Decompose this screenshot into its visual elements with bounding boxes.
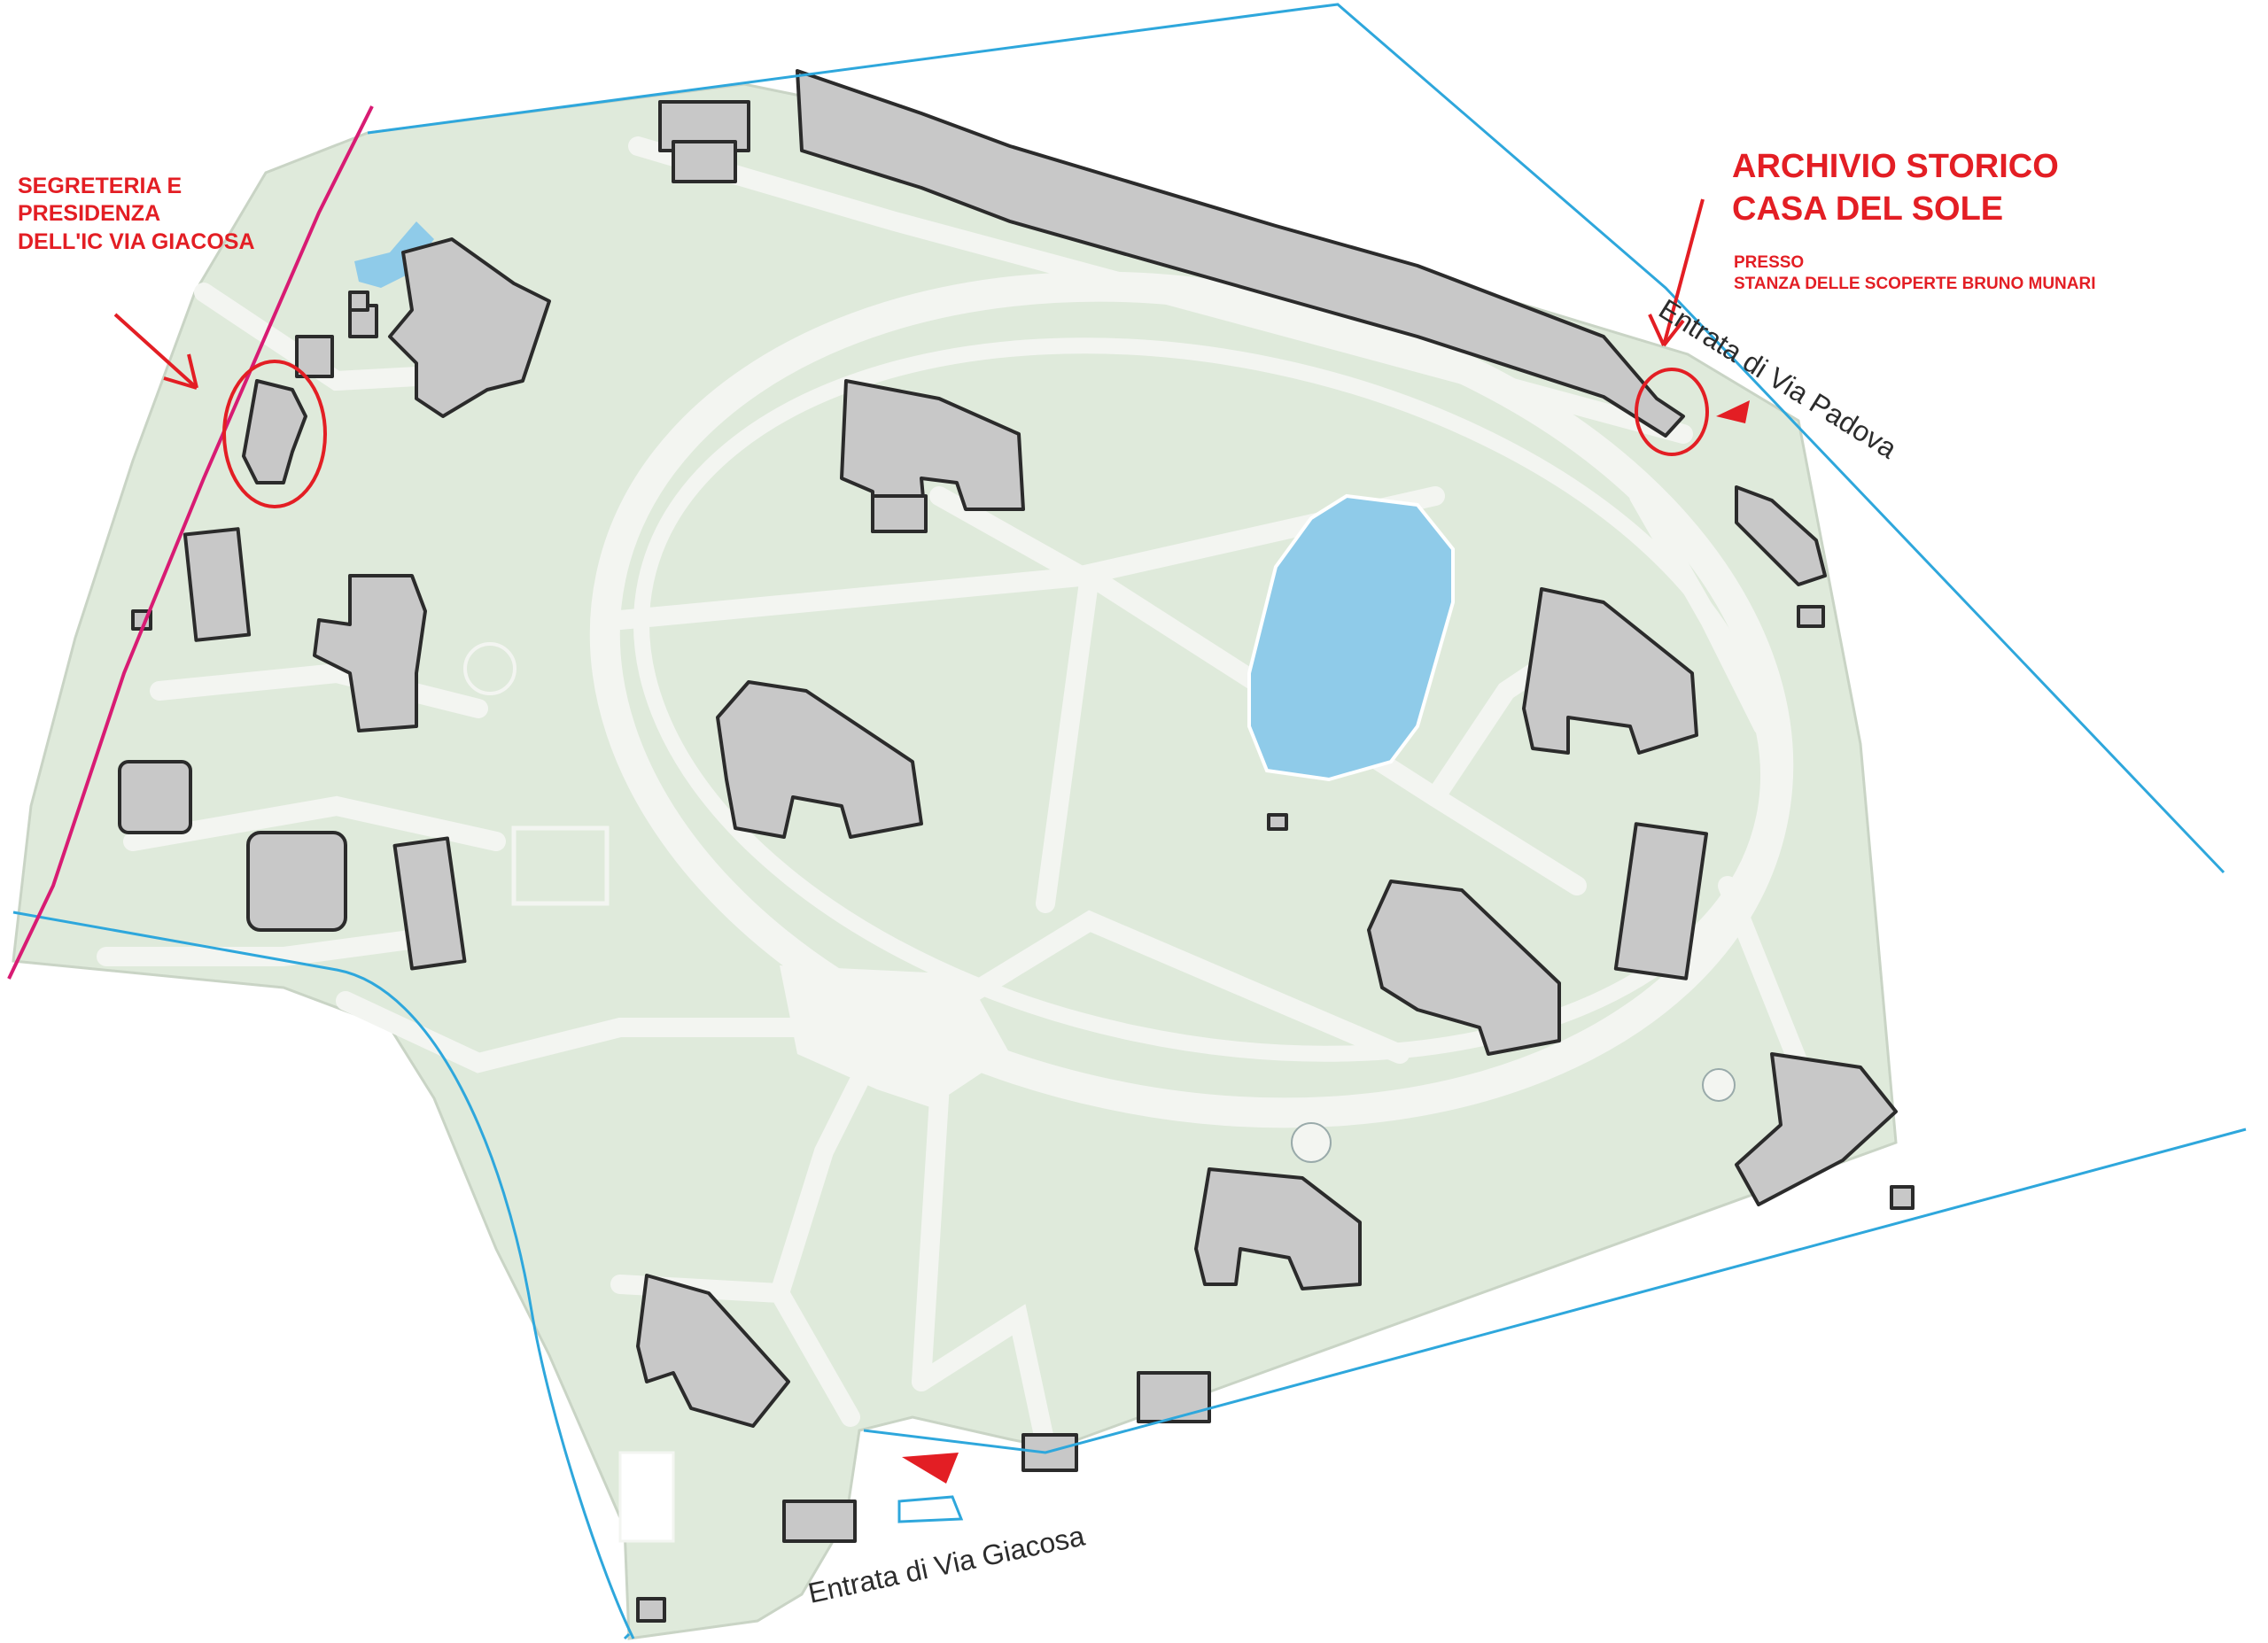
building-sw-tiny (636, 1597, 666, 1623)
building-tiny-east (1797, 605, 1825, 628)
giacosa-pond (897, 1495, 964, 1523)
school-west-central (313, 574, 427, 732)
segreteria-building (242, 379, 307, 484)
red-circle-icon (1635, 368, 1709, 456)
building-giacosa-gate (782, 1500, 857, 1543)
school-top-center (840, 379, 1025, 533)
red-triangle-icon (902, 1453, 959, 1484)
school-top-center-annex (871, 494, 928, 533)
building-far-east (1735, 485, 1827, 586)
building-nw-top-b (672, 140, 737, 183)
round-lawn (463, 642, 517, 695)
building-far-southeast (1735, 1052, 1898, 1206)
segreteria-line-2: PRESIDENZA (18, 201, 161, 227)
archivio-line-1: ARCHIVIO STORICO (1732, 148, 2059, 185)
archivio-line-2: CASA DEL SOLE (1732, 190, 2004, 228)
garden-plot-sw (618, 1451, 675, 1543)
archivio-annotation-sub: PRESSO STANZA DELLE SCOPERTE BRUNO MUNAR… (1734, 252, 2096, 295)
school-central-left (716, 680, 923, 839)
segreteria-annotation: SEGRETERIA E PRESIDENZA DELL'IC VIA GIAC… (18, 173, 255, 256)
red-circle-icon (222, 360, 327, 508)
fountain (1291, 1122, 1332, 1163)
school-southwest (636, 1274, 790, 1428)
building-west-small-1 (295, 335, 334, 378)
building-tiny-southeast (1890, 1185, 1915, 1210)
archivio-annotation-title: ARCHIVIO STORICO CASA DEL SOLE (1732, 146, 2059, 230)
building-south-1 (1137, 1371, 1211, 1423)
segreteria-line-1: SEGRETERIA E (18, 174, 183, 198)
building-west-small-3 (348, 291, 369, 312)
building-west-long-2 (392, 836, 467, 971)
fountain-east (1702, 1068, 1736, 1102)
buildings (118, 69, 1915, 1623)
building-tiny-central (1267, 813, 1288, 831)
small-pond (354, 221, 434, 288)
property-boundaries (12, 3, 2247, 1640)
red-arrow-icon (1648, 198, 1705, 347)
inner-oval-path (633, 337, 1776, 1062)
central-plaza (780, 965, 1010, 1107)
building-east-rect (1613, 822, 1709, 980)
building-west-square-2 (246, 831, 347, 932)
archivio-sub-line-2: STANZA DELLE SCOPERTE BRUNO MUNARI (1734, 274, 2096, 293)
oval-path (589, 271, 1794, 1128)
school-southeast (1367, 880, 1561, 1056)
building-west-long (183, 527, 252, 642)
red-arrow-icon (113, 313, 198, 390)
archivio-sub-line-1: PRESSO (1734, 253, 1805, 272)
red-triangle-icon (1716, 400, 1750, 423)
pond (1247, 493, 1455, 782)
magenta-boundary (7, 105, 374, 980)
school-east (1522, 587, 1698, 755)
north-long-building (796, 69, 1685, 438)
school-west-north (388, 237, 551, 418)
building-west-square-1 (118, 760, 192, 834)
school-south-center (1194, 1167, 1362, 1290)
segreteria-line-3: DELL'IC VIA GIACOSA (18, 229, 255, 254)
park-area (12, 82, 1898, 1640)
sports-field (511, 825, 610, 906)
